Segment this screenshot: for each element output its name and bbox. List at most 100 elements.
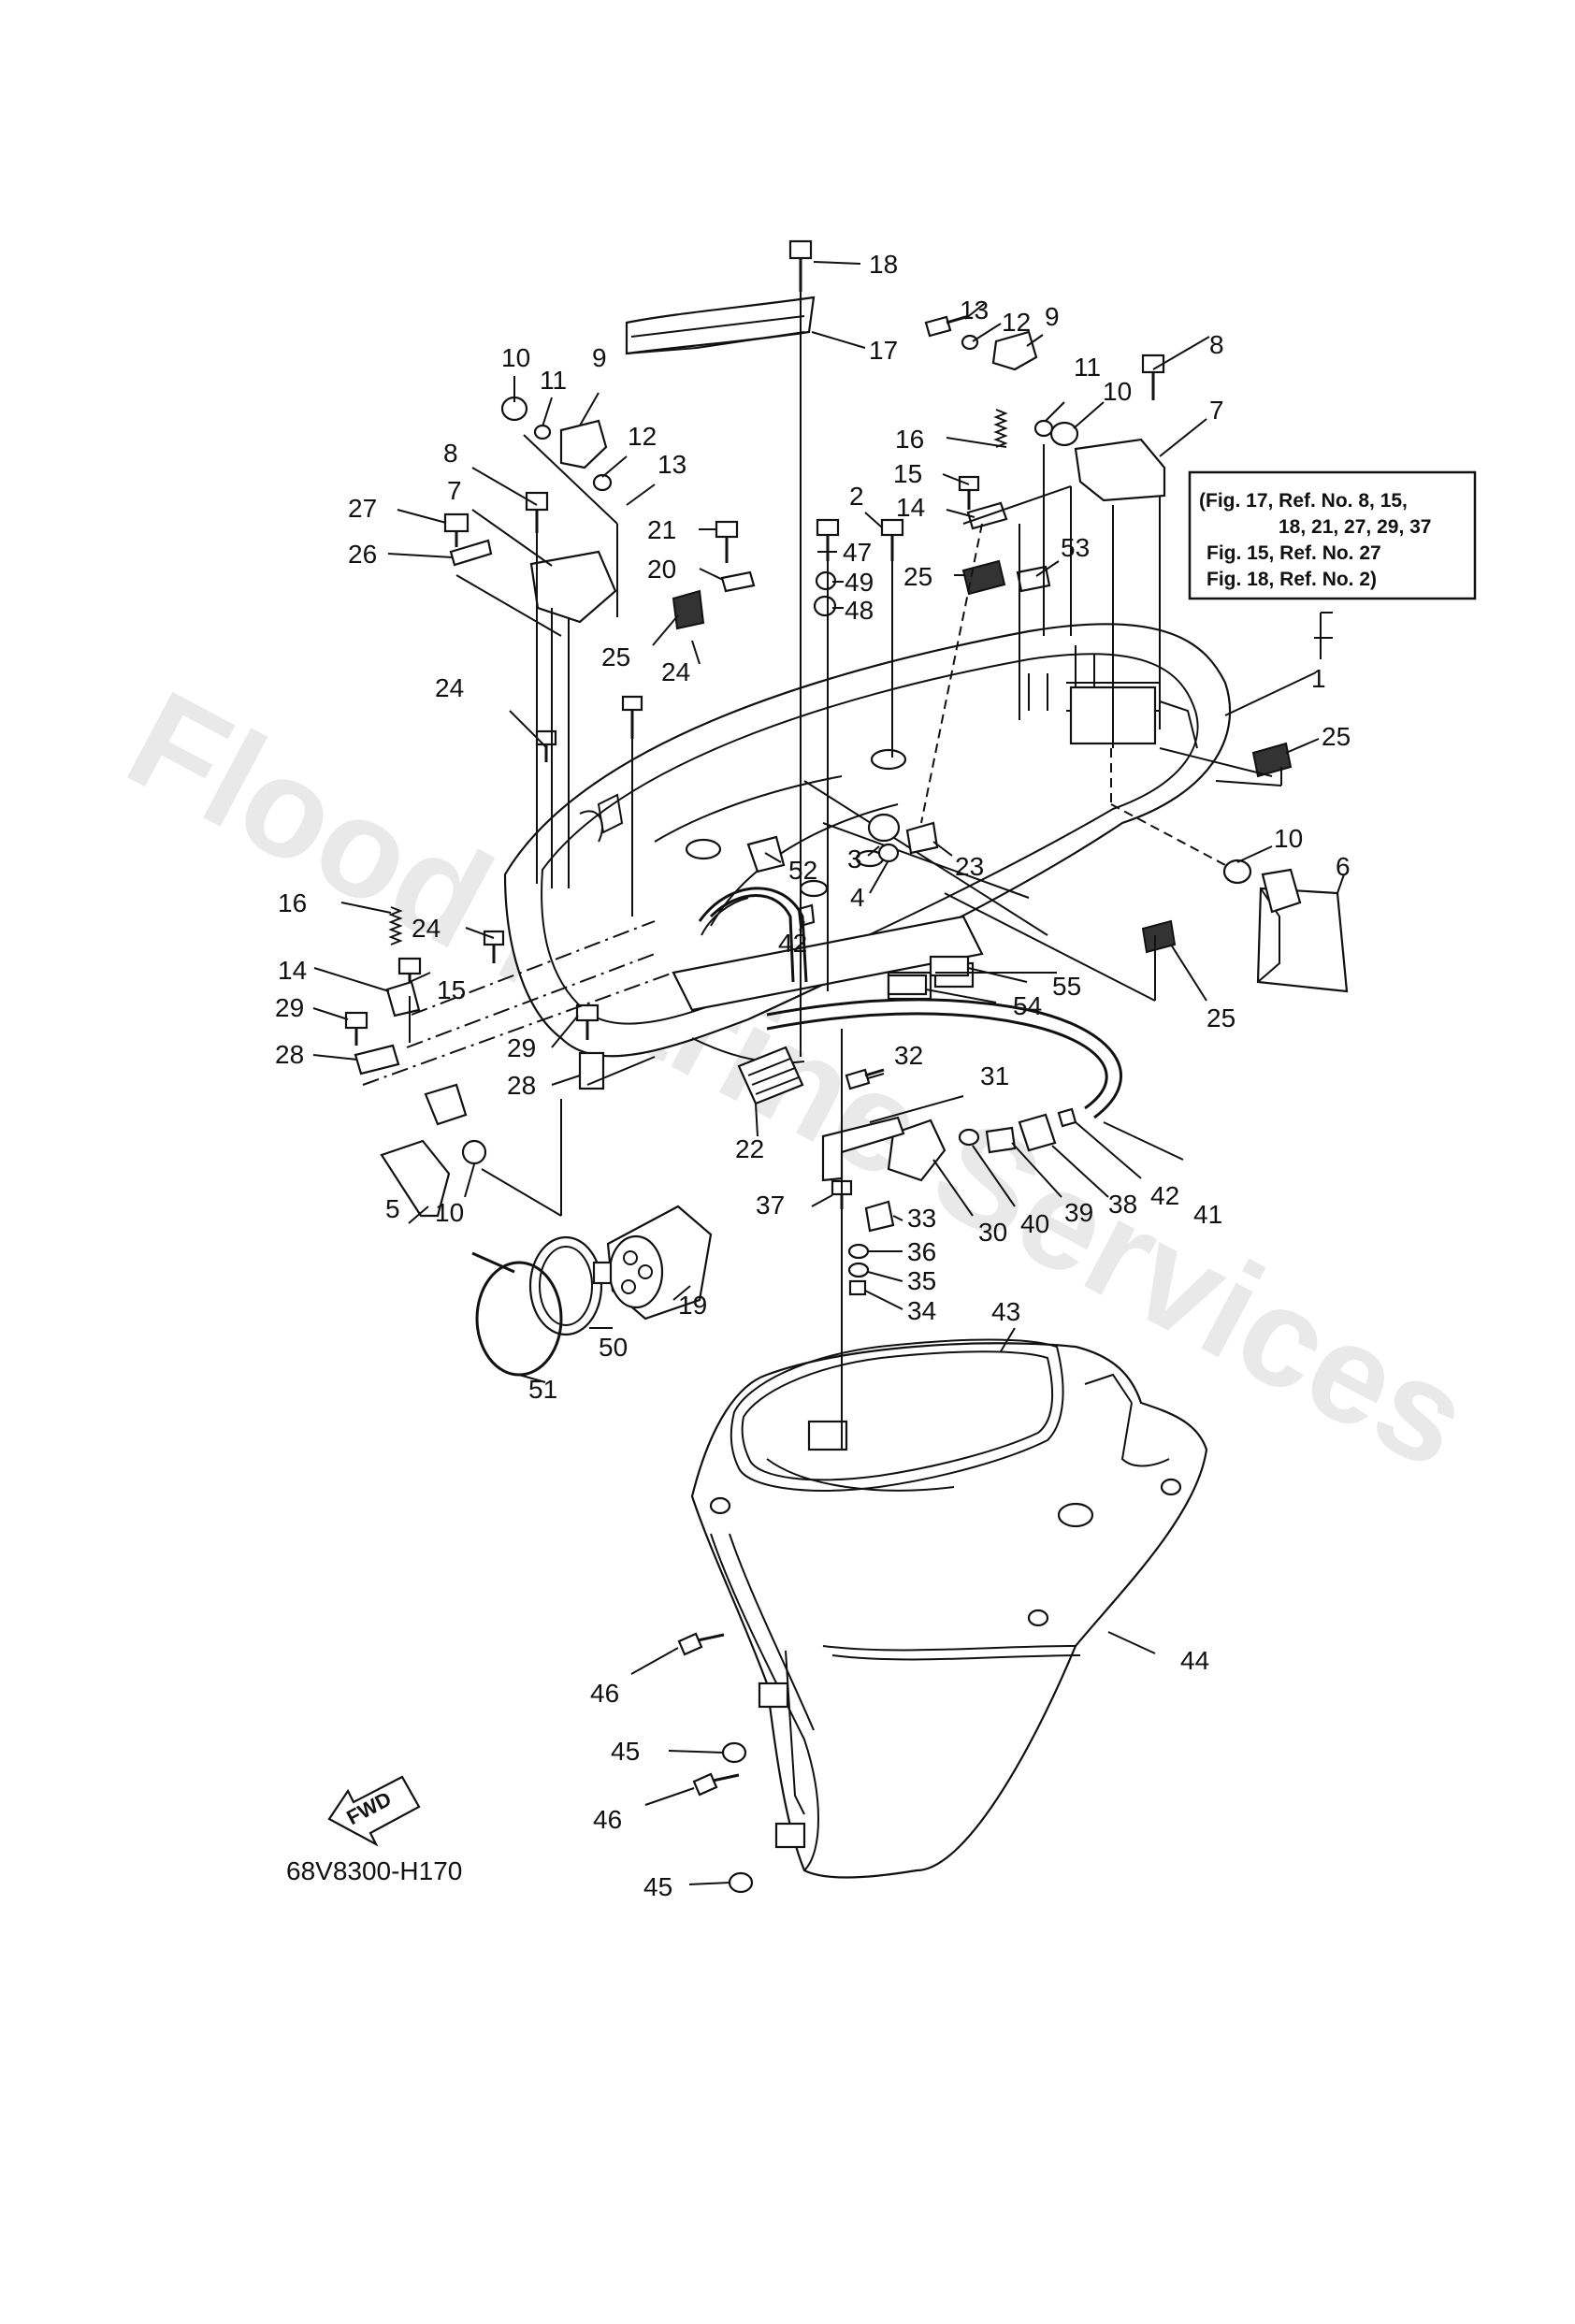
label-55 xyxy=(929,955,970,977)
bolt-13-right xyxy=(924,314,970,338)
callout-7-right: 7 xyxy=(1209,396,1224,425)
washer-11-tr xyxy=(1033,419,1054,438)
assembly-lines xyxy=(362,292,1282,1450)
part-17-cover-strip xyxy=(625,296,816,355)
callout-15-top: 15 xyxy=(893,459,922,488)
clip-33 xyxy=(864,1200,895,1233)
bolt-24 xyxy=(621,695,643,739)
callout-36: 36 xyxy=(907,1237,936,1266)
clip-14-left xyxy=(385,980,421,1018)
lever-5-knob xyxy=(424,1083,468,1126)
callout-10-right: 10 xyxy=(1274,824,1303,853)
callout-24-lower: 24 xyxy=(412,914,441,943)
callout-25-c: 25 xyxy=(1322,722,1351,751)
callout-26: 26 xyxy=(348,540,377,569)
callout-28-mid: 28 xyxy=(507,1071,536,1100)
callout-30: 30 xyxy=(978,1218,1007,1247)
callout-10-tr: 10 xyxy=(1103,377,1132,406)
cover-30 xyxy=(887,1119,946,1182)
callout-50: 50 xyxy=(599,1333,628,1362)
lower-cowling xyxy=(690,1338,1208,1879)
washer-12-tr xyxy=(961,334,979,351)
callout-32: 32 xyxy=(894,1041,923,1070)
callout-53: 53 xyxy=(1061,533,1090,562)
callout-14-top: 14 xyxy=(896,493,925,522)
bolt-2 xyxy=(880,518,904,561)
bracket-9-tl xyxy=(559,419,608,469)
callout-11-left: 11 xyxy=(540,366,567,395)
callout-47: 47 xyxy=(843,538,872,567)
callout-15-left: 15 xyxy=(437,975,466,1004)
small-parts: FWD xyxy=(327,239,1349,1894)
label-54 xyxy=(887,974,928,996)
callout-27: 27 xyxy=(348,494,377,523)
washer-12-tl xyxy=(592,473,613,492)
callout-14-left: 14 xyxy=(278,956,307,985)
callout-16-top: 16 xyxy=(895,425,924,454)
collar-48 xyxy=(813,595,837,617)
pad-25-c xyxy=(1251,742,1293,778)
callout-41: 41 xyxy=(1193,1200,1222,1229)
nut-45-lower xyxy=(728,1871,754,1894)
bracket-9-tr xyxy=(991,330,1038,371)
callout-35: 35 xyxy=(907,1266,936,1295)
collar-10-right xyxy=(1222,859,1252,885)
callout-11-right: 11 xyxy=(1074,353,1101,382)
bolt-46-lower xyxy=(692,1772,740,1797)
washer-11-tl xyxy=(533,424,552,440)
callout-46-upper: 46 xyxy=(590,1679,619,1708)
clip-20 xyxy=(720,570,756,593)
callout-43: 43 xyxy=(991,1297,1020,1326)
callout-51: 51 xyxy=(528,1375,557,1404)
callout-42-b: 42 xyxy=(1150,1181,1179,1210)
callout-42-a: 42 xyxy=(778,929,807,958)
washer-10-tr xyxy=(1049,421,1079,447)
clip-23 xyxy=(905,821,939,855)
callout-13-right: 13 xyxy=(960,296,989,325)
callout-10-tl: 10 xyxy=(501,343,530,372)
bolt-21 xyxy=(715,520,739,563)
callout-44: 44 xyxy=(1180,1646,1209,1675)
callout-9-left: 9 xyxy=(592,343,607,372)
callout-24-left: 24 xyxy=(435,673,464,702)
clip-42-b xyxy=(1057,1107,1077,1128)
plate-26 xyxy=(449,539,493,567)
callout-33: 33 xyxy=(907,1204,936,1233)
hose-41 xyxy=(766,998,1122,1119)
fitting-39 xyxy=(985,1126,1017,1154)
callout-8-left: 8 xyxy=(443,439,458,468)
callout-10-left: 10 xyxy=(435,1198,464,1227)
fwd-arrow: FWD xyxy=(327,1775,421,1847)
collar-10-left xyxy=(461,1139,487,1165)
callout-34: 34 xyxy=(907,1296,936,1325)
screw-34 xyxy=(848,1279,867,1296)
bolt-18 xyxy=(788,239,813,292)
callout-38: 38 xyxy=(1108,1190,1137,1219)
callout-3: 3 xyxy=(847,844,862,873)
bolt-8-left xyxy=(525,491,549,533)
callout-55: 55 xyxy=(1052,972,1081,1001)
bolt-47 xyxy=(816,518,840,561)
callout-23: 23 xyxy=(955,852,984,881)
bolt-27 xyxy=(443,512,470,547)
cap-4 xyxy=(877,843,900,863)
callout-labels: 1 2 3 4 5 6 7 7 8 8 9 9 10 10 10 10 11 1… xyxy=(275,250,1351,1901)
callout-29-mid: 29 xyxy=(507,1033,536,1062)
washer-36 xyxy=(847,1243,870,1260)
lever-6 xyxy=(1256,887,1349,993)
hose-bend xyxy=(709,894,795,983)
note-line-4: Fig. 18, Ref. No. 2) xyxy=(1207,569,1377,590)
bolt-8-right xyxy=(1141,354,1165,400)
ring-50 xyxy=(528,1235,613,1336)
leader-lines xyxy=(312,261,1345,1885)
diagram-code: 68V8300-H170 xyxy=(286,1856,462,1885)
callout-17: 17 xyxy=(869,336,898,365)
callout-54: 54 xyxy=(1013,991,1042,1020)
bracket-7-left xyxy=(529,550,617,624)
callout-9-right: 9 xyxy=(1045,302,1060,331)
callout-2: 2 xyxy=(849,482,864,511)
spring-16-top xyxy=(993,409,1008,448)
callout-20: 20 xyxy=(647,555,676,584)
callout-45-lower: 45 xyxy=(643,1872,672,1901)
